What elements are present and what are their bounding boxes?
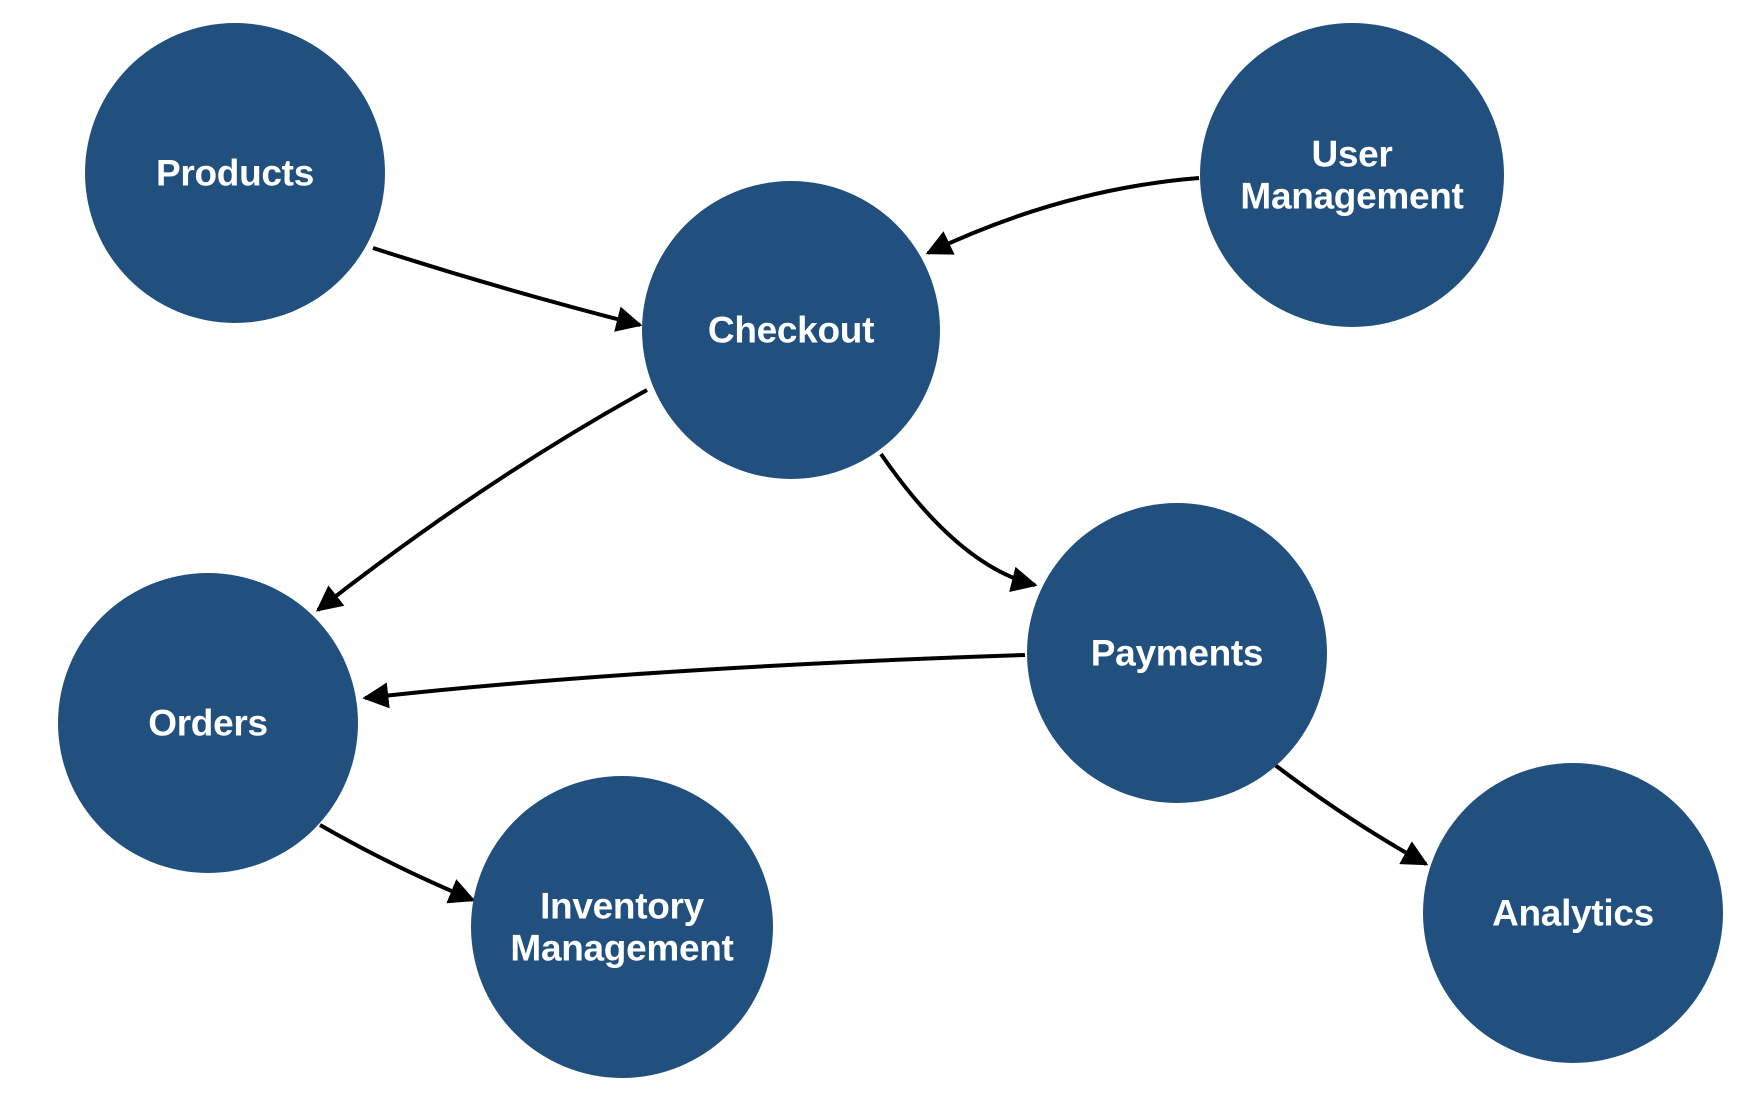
node-checkout-circle[interactable] [642, 181, 940, 479]
node-orders-circle[interactable] [58, 573, 358, 873]
edge-payments-to-orders [362, 653, 1026, 709]
node-analytics-label: Analytics [1492, 893, 1654, 934]
edge-orders-to-inventory_management [319, 823, 476, 904]
edge-user_management-to-checkout [925, 176, 1200, 255]
node-payments-label: Payments [1091, 633, 1263, 674]
edge-payments-to-analytics [1273, 763, 1429, 866]
node-analytics[interactable]: Analytics [1423, 763, 1723, 1063]
node-inventory_management-label: Inventory [540, 886, 705, 927]
node-inventory_management-label: Management [510, 928, 733, 969]
node-payments-circle[interactable] [1027, 503, 1327, 803]
node-checkout[interactable]: Checkout [642, 181, 940, 479]
edge-checkout-to-payments [879, 452, 1038, 593]
node-products-label: Products [156, 153, 314, 194]
node-checkout-label: Checkout [708, 310, 874, 351]
edge-checkout-to-orders [315, 388, 648, 612]
edge-products-to-checkout [372, 246, 643, 332]
node-user_management-circle[interactable] [1200, 23, 1504, 327]
node-products[interactable]: Products [85, 23, 385, 323]
node-payments[interactable]: Payments [1027, 503, 1327, 803]
node-products-circle[interactable] [85, 23, 385, 323]
node-inventory_management-circle[interactable] [471, 776, 773, 1078]
node-orders-label: Orders [148, 703, 268, 744]
node-user_management-label: Management [1240, 176, 1463, 217]
node-analytics-circle[interactable] [1423, 763, 1723, 1063]
node-user_management-label: User [1311, 134, 1392, 175]
node-orders[interactable]: Orders [58, 573, 358, 873]
